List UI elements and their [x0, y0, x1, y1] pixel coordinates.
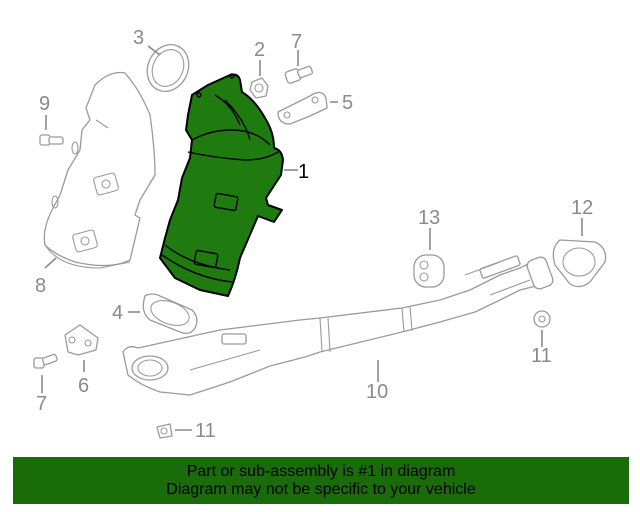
nut-part[interactable] [249, 77, 269, 99]
leader-lines [41, 45, 583, 431]
callout-4[interactable]: 4 [112, 302, 123, 324]
callout-7-top[interactable]: 7 [291, 31, 302, 53]
callout-3[interactable]: 3 [133, 27, 144, 49]
callout-10[interactable]: 10 [366, 381, 388, 403]
bolt-part[interactable] [284, 65, 314, 84]
callout-8[interactable]: 8 [35, 275, 46, 297]
callout-12[interactable]: 12 [571, 197, 593, 219]
front-pipe-part[interactable] [122, 255, 555, 396]
callout-13[interactable]: 13 [418, 207, 440, 229]
bolt-part[interactable] [39, 134, 64, 146]
heat-shield-part[interactable] [43, 71, 156, 269]
gasket-ring-part[interactable] [140, 38, 197, 98]
bracket-part[interactable] [64, 324, 99, 356]
callout-5[interactable]: 5 [342, 92, 353, 114]
callout-6[interactable]: 6 [78, 375, 89, 397]
gasket-part[interactable] [552, 239, 607, 288]
catalytic-converter-highlighted[interactable] [159, 73, 284, 297]
banner-line-1: Part or sub-assembly is #1 in diagram [186, 462, 456, 480]
callout-7-bottom[interactable]: 7 [36, 393, 47, 415]
callout-1[interactable]: 1 [298, 161, 309, 183]
bracket-part[interactable] [277, 91, 328, 125]
nut-part[interactable] [156, 423, 173, 439]
callout-11-bottom[interactable]: 11 [195, 420, 216, 442]
info-banner: Part or sub-assembly is #1 in diagram Di… [13, 457, 629, 504]
callout-9[interactable]: 9 [39, 93, 50, 115]
flange-gasket-part[interactable] [142, 293, 198, 334]
insulator-part[interactable] [413, 254, 445, 288]
parts-diagram: 3 2 7 5 1 9 8 4 6 7 10 13 12 11 11 [33, 27, 607, 442]
callout-11-right[interactable]: 11 [531, 345, 552, 367]
bolt-part[interactable] [33, 353, 58, 369]
callout-2[interactable]: 2 [254, 39, 265, 61]
banner-line-2: Diagram may not be specific to your vehi… [166, 480, 476, 498]
nut-part[interactable] [533, 310, 551, 328]
